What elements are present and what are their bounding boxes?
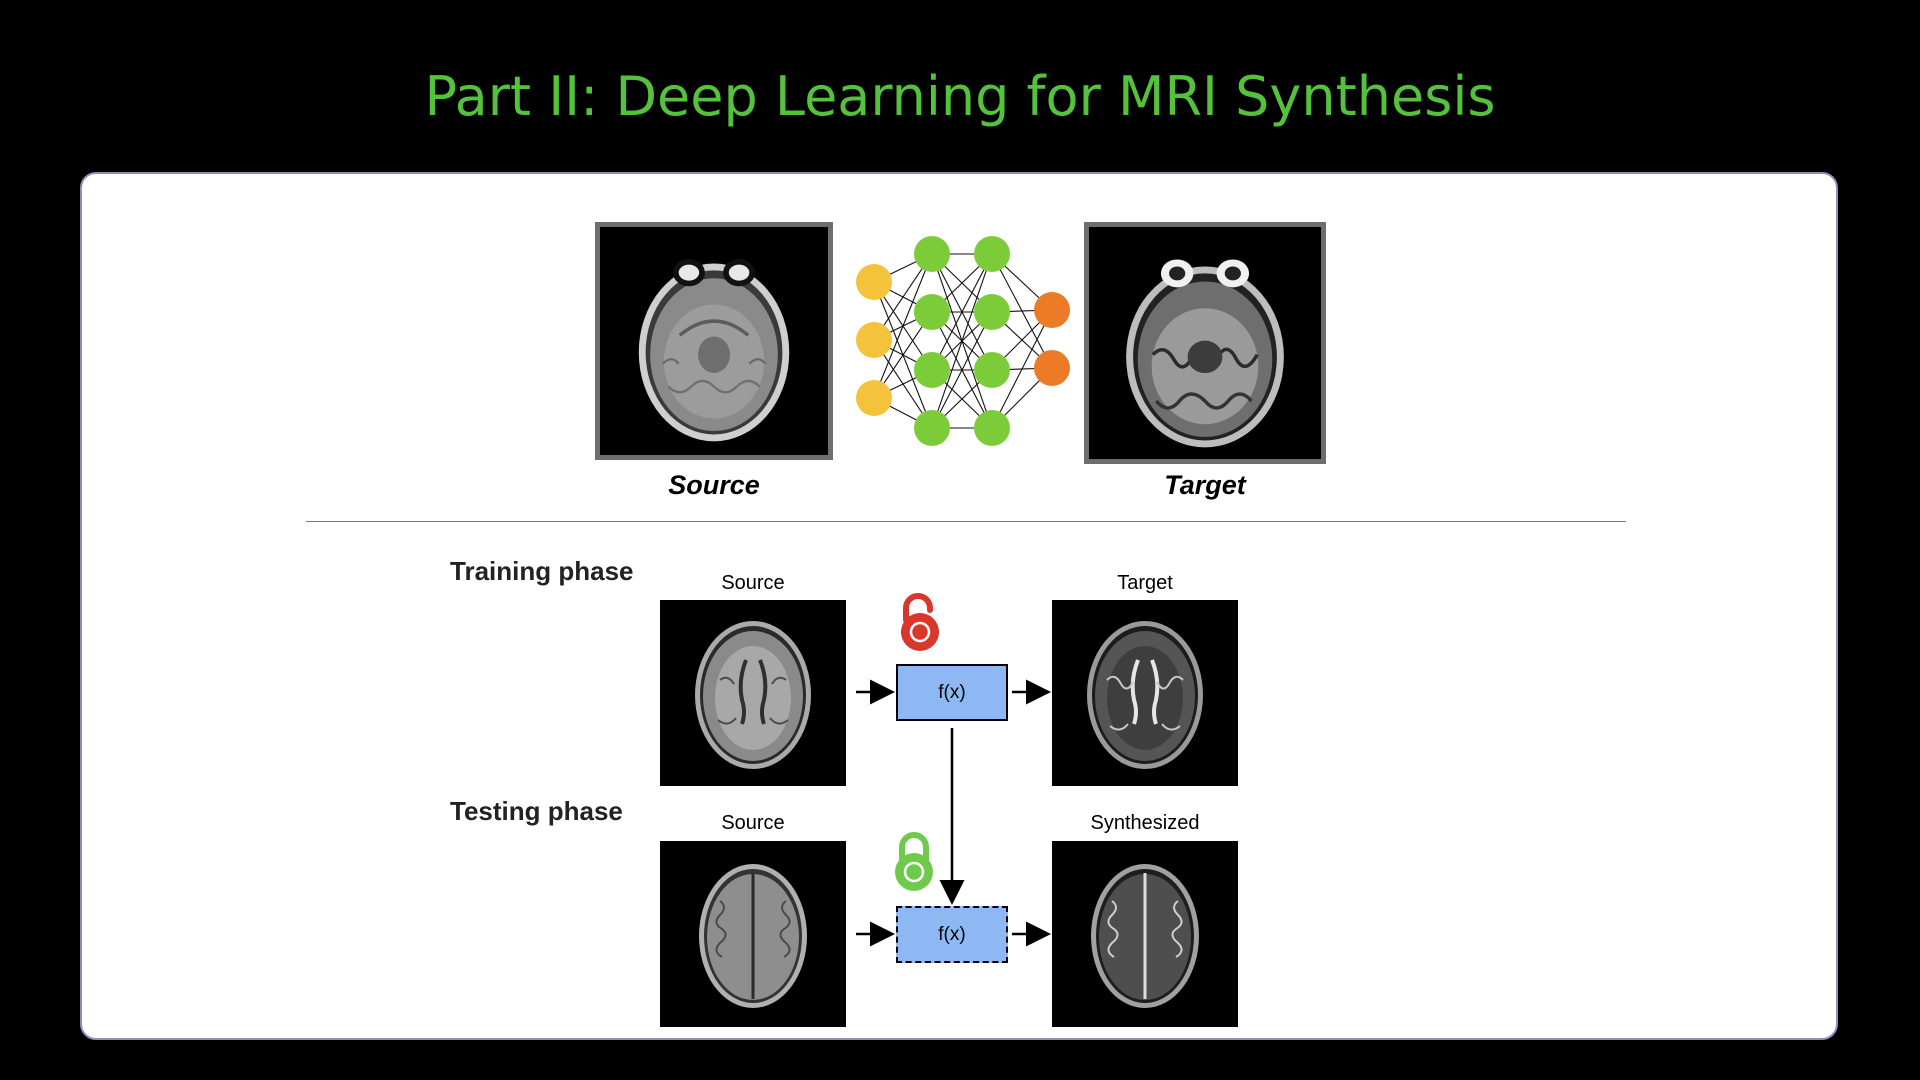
locked-padlock-icon bbox=[895, 832, 933, 891]
slide-title: Part II: Deep Learning for MRI Synthesis bbox=[424, 65, 1496, 128]
source-caption: Source bbox=[668, 470, 760, 500]
target-mri-image bbox=[1084, 222, 1326, 464]
content-panel: Source bbox=[80, 172, 1838, 1040]
testing-phase-label: Testing phase bbox=[450, 796, 623, 826]
target-caption: Target bbox=[1164, 470, 1246, 500]
output-layer-nodes bbox=[1034, 292, 1070, 386]
training-phase-label: Training phase bbox=[450, 556, 634, 586]
hidden-layer-nodes bbox=[914, 236, 1010, 446]
unlocked-padlock-icon bbox=[901, 593, 939, 651]
neural-network-diagram bbox=[856, 236, 1070, 446]
training-target-label: Target bbox=[1117, 572, 1173, 594]
section-divider bbox=[306, 521, 1626, 522]
training-function-box: f(x) bbox=[896, 664, 1008, 721]
source-mri-image bbox=[595, 222, 833, 460]
testing-synthesized-label: Synthesized bbox=[1090, 812, 1200, 834]
testing-function-box: f(x) bbox=[896, 906, 1008, 963]
testing-synthesized-mri bbox=[1052, 841, 1238, 1027]
testing-source-label: Source bbox=[721, 812, 785, 834]
training-source-label: Source bbox=[721, 572, 785, 594]
testing-source-mri bbox=[660, 841, 846, 1027]
input-layer-nodes bbox=[856, 264, 892, 416]
training-target-mri bbox=[1052, 600, 1238, 786]
training-source-mri bbox=[660, 600, 846, 786]
